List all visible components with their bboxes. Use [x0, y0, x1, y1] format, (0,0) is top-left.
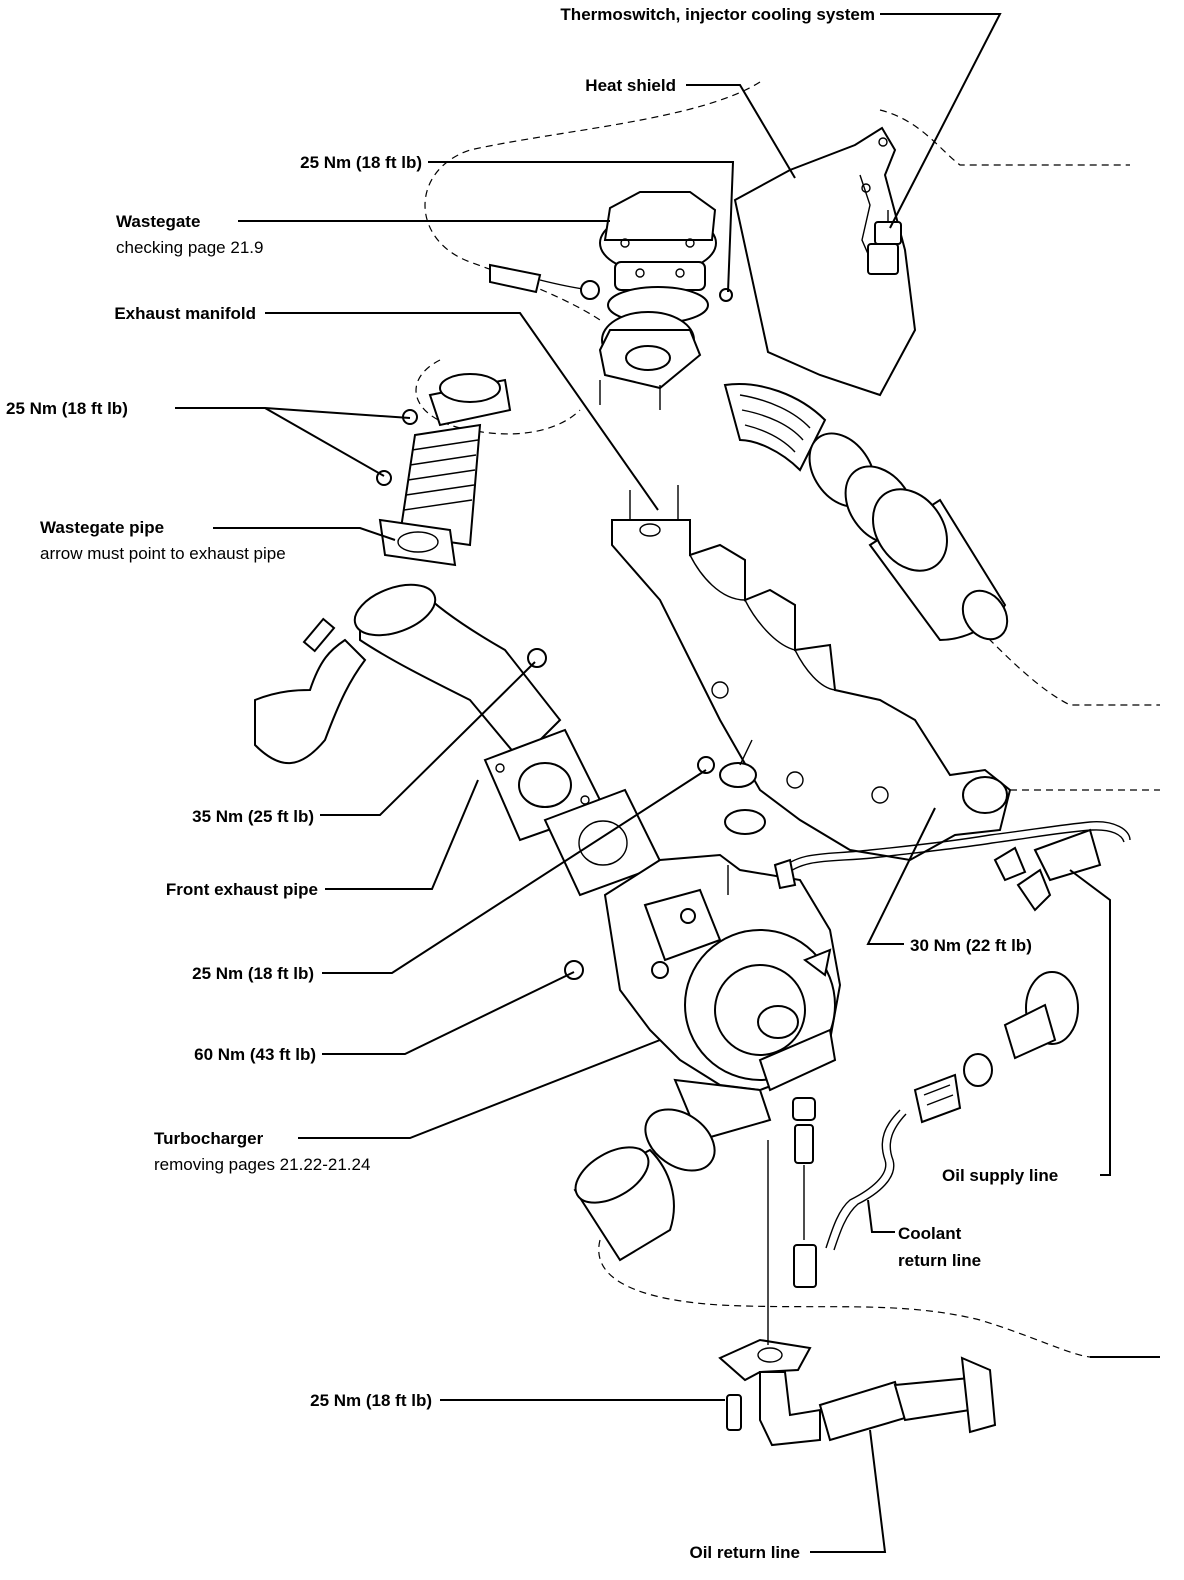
turbocharger — [564, 853, 842, 1142]
label-oil-supply-line: Oil supply line — [942, 1166, 1058, 1185]
label-wastegate-pipe-note: arrow must point to exhaust pipe — [40, 544, 286, 563]
label-wastegate-note: checking page 21.9 — [116, 238, 263, 257]
label-torque-35: 35 Nm (25 ft lb) — [192, 807, 314, 826]
label-torque-25-mid: 25 Nm (18 ft lb) — [192, 964, 314, 983]
label-torque-oil-return: 25 Nm (18 ft lb) — [310, 1391, 432, 1410]
outlet-hose — [573, 1108, 716, 1262]
label-coolant-return-line-2: return line — [898, 1251, 981, 1270]
label-oil-return-line: Oil return line — [689, 1543, 800, 1562]
label-turbocharger: Turbocharger — [154, 1129, 264, 1148]
leader-lines — [175, 13, 1160, 1553]
label-torque-wastegate-pipe: 25 Nm (18 ft lb) — [6, 399, 128, 418]
label-wastegate: Wastegate — [116, 212, 200, 231]
label-exhaust-manifold: Exhaust manifold — [114, 304, 256, 323]
label-torque-60: 60 Nm (43 ft lb) — [194, 1045, 316, 1064]
label-wastegate-pipe: Wastegate pipe — [40, 518, 164, 537]
label-torque-wastegate-top: 25 Nm (18 ft lb) — [300, 153, 422, 172]
heat-shield — [733, 126, 917, 397]
oil-return-line — [718, 1140, 997, 1447]
wastegate-flange — [598, 311, 702, 410]
callout-labels: Thermoswitch, injector cooling system He… — [6, 5, 1058, 1562]
intake-hose — [723, 383, 1009, 642]
label-turbocharger-note: removing pages 21.22-21.24 — [154, 1155, 370, 1174]
turbo-oil-flange — [719, 739, 766, 835]
label-front-exhaust-pipe: Front exhaust pipe — [166, 880, 318, 899]
oil-supply-fitting — [913, 971, 1079, 1124]
label-coolant-return-line-1: Coolant — [898, 1224, 962, 1243]
oil-supply-line — [773, 821, 1131, 912]
front-exhaust-pipe — [254, 583, 607, 842]
wastegate-pipe — [376, 373, 512, 567]
label-torque-30: 30 Nm (22 ft lb) — [910, 936, 1032, 955]
label-heat-shield: Heat shield — [585, 76, 676, 95]
label-thermoswitch: Thermoswitch, injector cooling system — [560, 5, 875, 24]
coolant-return-line — [792, 1097, 907, 1288]
wastegate — [489, 191, 733, 324]
thermoswitch — [867, 210, 902, 275]
exhaust-manifold — [611, 485, 1012, 862]
